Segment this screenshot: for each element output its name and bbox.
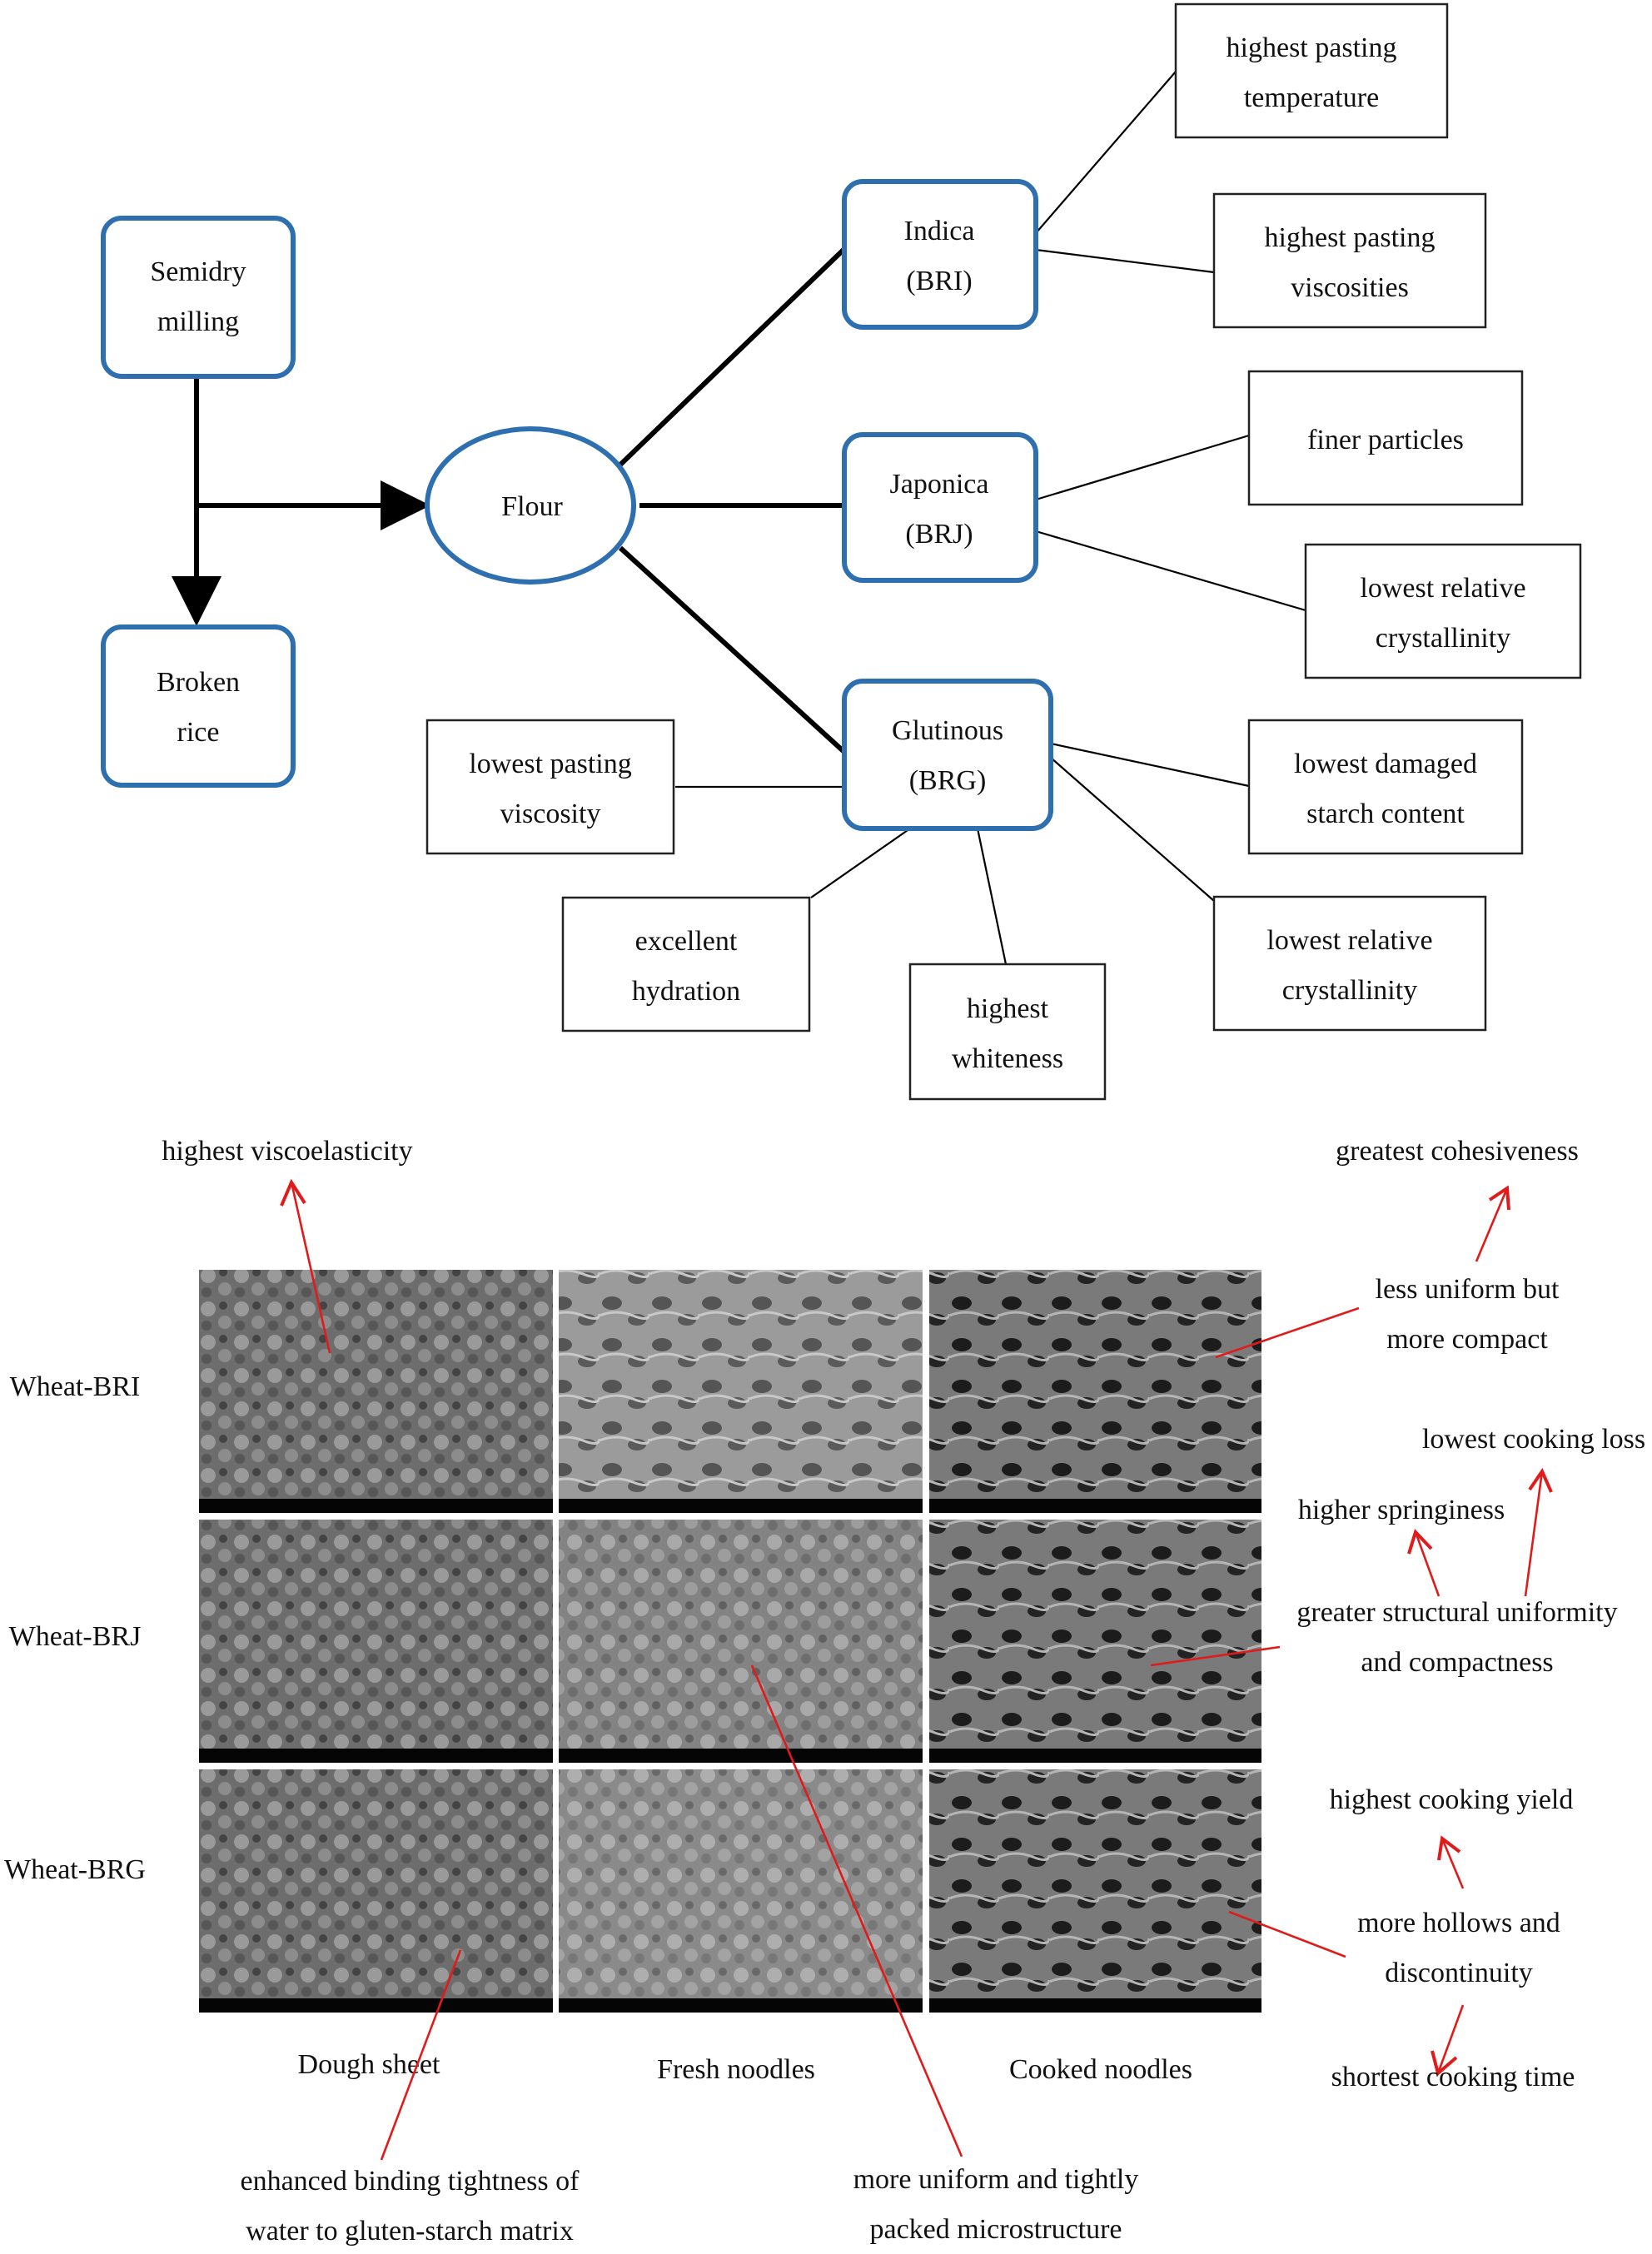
svg-text:lowest relative: lowest relative xyxy=(1360,573,1525,604)
annotation-highest-viscoelasticity: highest viscoelasticity xyxy=(162,1136,412,1167)
svg-text:lowest damaged: lowest damaged xyxy=(1294,749,1477,779)
svg-text:viscosities: viscosities xyxy=(1291,272,1409,303)
annotation-less-uniform-line2: more compact xyxy=(1386,1324,1548,1355)
annotation-structural-uniformity-line2: and compactness xyxy=(1361,1647,1553,1678)
node-japonica: Japonica (BRJ) xyxy=(842,432,1038,583)
svg-text:Flour: Flour xyxy=(501,491,563,522)
sem-brj-dough xyxy=(199,1520,553,1763)
connector-brg-damaged xyxy=(1050,742,1250,788)
svg-text:Semidry: Semidry xyxy=(150,256,246,287)
svg-text:lowest pasting: lowest pasting xyxy=(469,749,631,779)
property-highest-pasting-viscosities: highest pasting viscosities xyxy=(1212,192,1487,329)
svg-text:excellent: excellent xyxy=(635,926,738,957)
annotation-lowest-cooking-loss: lowest cooking loss xyxy=(1422,1424,1645,1455)
sem-brj-cooked xyxy=(929,1520,1261,1763)
svg-text:temperature: temperature xyxy=(1244,82,1379,113)
svg-text:finer particles: finer particles xyxy=(1307,425,1464,455)
property-excellent-hydration: excellent hydration xyxy=(561,896,811,1032)
svg-text:hydration: hydration xyxy=(632,976,740,1007)
sem-bri-dough xyxy=(199,1270,553,1513)
svg-text:milling: milling xyxy=(157,306,239,337)
svg-text:Broken: Broken xyxy=(157,667,240,698)
sem-brg-cooked xyxy=(929,1769,1261,2013)
property-highest-pasting-temperature: highest pasting temperature xyxy=(1174,2,1449,139)
annotation-shortest-cooking-time: shortest cooking time xyxy=(1331,2062,1575,2092)
svg-text:viscosity: viscosity xyxy=(500,799,601,829)
sem-brj-fresh xyxy=(559,1520,923,1763)
svg-text:lowest relative: lowest relative xyxy=(1266,925,1432,956)
micrograph-grid xyxy=(199,1270,1261,2013)
node-broken-rice: Broken rice xyxy=(101,624,296,788)
svg-text:(BRI): (BRI) xyxy=(906,266,972,296)
connector-brg-whiteness xyxy=(976,828,1008,965)
sem-brg-fresh xyxy=(559,1769,923,2013)
sem-bri-fresh xyxy=(559,1270,923,1513)
connector-flour-indica xyxy=(618,245,848,467)
property-brg-lowest-relative-crystallinity: lowest relative crystallinity xyxy=(1212,895,1487,1032)
svg-text:Japonica: Japonica xyxy=(890,469,989,500)
svg-text:(BRJ): (BRJ) xyxy=(905,519,973,550)
annotation-packed-line1: more uniform and tightly xyxy=(853,2164,1139,2195)
connector-flour-glutinous xyxy=(618,545,848,756)
annotation-highest-cooking-yield: highest cooking yield xyxy=(1330,1784,1574,1815)
annotation-binding-line1: enhanced binding tightness of xyxy=(241,2166,580,2197)
svg-text:(BRG): (BRG) xyxy=(909,765,987,796)
column-label-fresh-noodles: Fresh noodles xyxy=(657,2054,815,2085)
svg-text:highest pasting: highest pasting xyxy=(1265,222,1436,253)
annotation-less-uniform-line1: less uniform but xyxy=(1376,1274,1560,1305)
connector-bri-visc xyxy=(1035,248,1215,274)
sem-brg-dough xyxy=(199,1769,553,2013)
node-indica: Indica (BRI) xyxy=(842,179,1038,330)
connector-brj-particles xyxy=(1035,434,1250,501)
column-label-dough-sheet: Dough sheet xyxy=(298,2049,440,2080)
annotation-higher-springiness: higher springiness xyxy=(1298,1495,1505,1525)
property-finer-particles: finer particles xyxy=(1247,370,1524,506)
row-label-wheat-brj: Wheat-BRJ xyxy=(9,1621,142,1652)
annotation-hollows-line2: discontinuity xyxy=(1385,1958,1533,1988)
node-glutinous: Glutinous (BRG) xyxy=(842,679,1053,831)
red-annotations xyxy=(280,1178,1553,2161)
node-semidry-milling: Semidry milling xyxy=(101,216,296,379)
connector-brg-cryst xyxy=(1050,757,1215,902)
property-lowest-damaged-starch: lowest damaged starch content xyxy=(1247,719,1524,855)
svg-text:crystallinity: crystallinity xyxy=(1376,623,1510,654)
property-lowest-pasting-viscosity: lowest pasting viscosity xyxy=(425,719,675,855)
svg-text:highest: highest xyxy=(967,993,1049,1024)
svg-text:rice: rice xyxy=(177,717,220,748)
sem-bri-cooked xyxy=(929,1270,1261,1513)
annotation-greatest-cohesiveness: greatest cohesiveness xyxy=(1336,1136,1579,1167)
property-brj-lowest-relative-crystallinity: lowest relative crystallinity xyxy=(1304,543,1582,679)
row-label-wheat-brg: Wheat-BRG xyxy=(4,1854,146,1885)
connector-brg-hydration xyxy=(810,828,911,898)
connector-bri-temp xyxy=(1035,71,1177,234)
annotation-structural-uniformity-line1: greater structural uniformity xyxy=(1296,1597,1617,1628)
node-flour: Flour xyxy=(425,426,636,585)
svg-text:whiteness: whiteness xyxy=(952,1043,1063,1074)
property-highest-whiteness: highest whiteness xyxy=(908,963,1107,1101)
svg-text:highest pasting: highest pasting xyxy=(1227,32,1397,63)
svg-text:crystallinity: crystallinity xyxy=(1282,975,1417,1006)
column-label-cooked-noodles: Cooked noodles xyxy=(1009,2054,1192,2085)
svg-text:starch content: starch content xyxy=(1306,799,1465,829)
svg-text:Indica: Indica xyxy=(904,216,975,246)
annotation-binding-line2: water to gluten-starch matrix xyxy=(246,2216,574,2247)
annotation-packed-line2: packed microstructure xyxy=(869,2214,1122,2245)
connector-brj-cryst xyxy=(1035,530,1306,612)
row-label-wheat-bri: Wheat-BRI xyxy=(10,1371,141,1402)
annotation-hollows-line1: more hollows and xyxy=(1357,1908,1560,1938)
svg-text:Glutinous: Glutinous xyxy=(892,715,1003,746)
